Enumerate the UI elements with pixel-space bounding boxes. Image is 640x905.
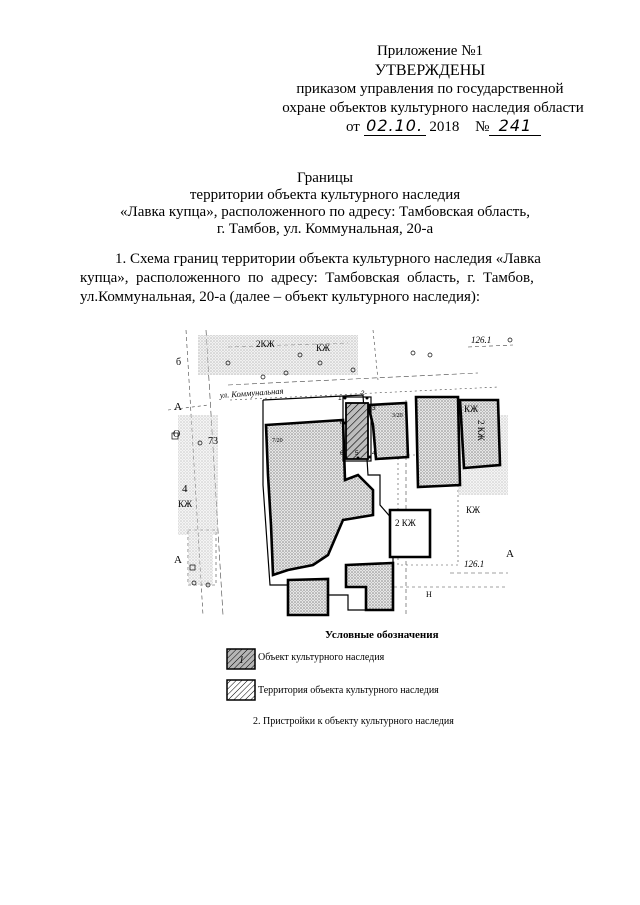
map-symbols	[171, 337, 513, 588]
map-label-a-left2: А	[174, 554, 182, 566]
map-label-n: Н	[426, 590, 432, 599]
point-7: 7	[339, 419, 343, 426]
date-prefix: от	[346, 119, 360, 135]
point-5: 5	[355, 450, 359, 457]
point-1: 1	[338, 395, 342, 402]
legend-swatch-label: 1	[239, 655, 244, 666]
paragraph-line-3: ул.Коммунальная, 20-а (далее – объект ку…	[80, 289, 481, 305]
title-line-3: «Лавка купца», расположенного по адресу:…	[120, 204, 530, 220]
map-label-a-right: А	[506, 548, 514, 560]
map-label-elev-top: 126.1	[471, 335, 491, 345]
number-prefix: №	[475, 119, 490, 135]
map-label-b: б	[176, 357, 181, 368]
order-line-1: приказом управления по государственной	[296, 81, 564, 97]
legend-heading: Условные обозначения	[325, 629, 439, 641]
street-label: ул. Коммунальная	[218, 386, 283, 401]
map-label-3-20: 3/20	[392, 413, 403, 419]
legend-text-territory: Территория объекта культурного наследия	[258, 685, 439, 696]
map-label-73: 73	[208, 436, 218, 447]
paragraph-line-1: 1. Схема границ территории объекта культ…	[115, 251, 541, 267]
legend-text-object: Объект культурного наследия	[258, 652, 385, 663]
paragraph-line-2: купца», расположенного по адресу: Тамбов…	[80, 270, 534, 286]
map-label-kzh-right-v: 2 КЖ	[476, 420, 486, 442]
appendix-label: Приложение №1	[376, 43, 484, 59]
buildings	[264, 395, 502, 617]
number-handwritten: 241	[489, 116, 542, 136]
approved-label: УТВЕРЖДЕНЫ	[374, 62, 486, 79]
map-label-kzh-mid: 2 КЖ	[395, 518, 417, 528]
legend-swatch-territory	[226, 679, 256, 701]
point-6: 6	[340, 450, 344, 457]
point-2: 2	[361, 390, 365, 397]
legend-swatch-object: 1	[226, 648, 256, 670]
title-line-2: территории объекта культурного наследия	[189, 187, 461, 203]
boundary-map: ул. Коммунальная б 2КЖ КЖ 126.1 А О 73 4…	[168, 329, 514, 617]
heritage-territory-on-map	[342, 396, 372, 462]
map-label-kzh-right-mid: КЖ	[466, 505, 481, 515]
boundary-points	[343, 396, 372, 460]
map-label-kzh-top2: КЖ	[316, 343, 331, 353]
point-4: 4	[372, 450, 376, 457]
year: 2018	[429, 119, 460, 135]
map-label-4: 4	[182, 483, 188, 495]
date-handwritten: 02.10.	[363, 116, 426, 136]
map-label-kzh-top1: 2КЖ	[256, 339, 276, 349]
map-label-kzh-left: КЖ	[178, 499, 193, 509]
title-line-4: г. Тамбов, ул. Коммунальная, 20-а	[216, 221, 434, 237]
map-label-7-20: 7/20	[272, 438, 283, 444]
map-label-elev-bottom: 126.1	[464, 559, 484, 569]
map-label-kzh-right-top: КЖ	[464, 404, 479, 414]
order-line-2: охране объектов культурного наследия обл…	[282, 100, 584, 116]
map-label-o: О	[173, 429, 180, 440]
point-3: 3	[372, 405, 376, 412]
map-label-a-left1: А	[174, 401, 182, 413]
title-line-1: Границы	[296, 170, 354, 186]
note-annexes: 2. Пристройки к объекту культурного насл…	[253, 716, 454, 727]
